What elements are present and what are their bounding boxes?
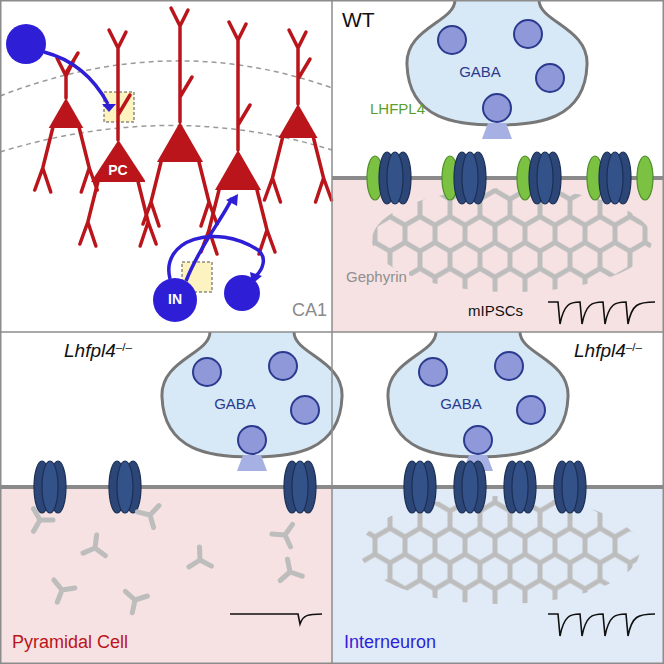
vesicle [483, 94, 511, 122]
gabaa-receptor [607, 152, 623, 204]
vesicle [536, 64, 564, 92]
dendrite [264, 30, 331, 202]
gephyrin-fragment [137, 506, 159, 528]
pyramidal-soma [49, 98, 84, 128]
cell-type-label: Pyramidal Cell [12, 632, 128, 653]
current-trace [548, 614, 655, 636]
cell-label: IN [168, 292, 182, 307]
gephyrin-lattice [350, 490, 650, 610]
gephyrin-fragment [125, 591, 147, 612]
presynaptic-terminal [162, 332, 342, 457]
interneuron-soma [6, 24, 46, 64]
vesicle [291, 396, 319, 424]
gabaa-receptor [462, 461, 478, 513]
dendrite [80, 30, 156, 246]
lhfpl4-protein [637, 156, 653, 200]
cell-type-label: Interneuron [344, 632, 436, 653]
axon [169, 236, 264, 279]
membrane [332, 485, 664, 489]
vesicle [514, 20, 542, 48]
vesicle [238, 426, 266, 454]
gabaa-receptor [292, 461, 308, 513]
gephyrin-fragment [280, 559, 302, 580]
pyramidal-cell-soma: PC [91, 140, 146, 182]
vesicle [517, 396, 545, 424]
dendrite [35, 53, 98, 192]
gabaa-receptor [387, 152, 403, 204]
current-trace [548, 302, 655, 324]
vesicle [419, 358, 447, 386]
gephyrin-fragment [34, 509, 54, 532]
axon-terminal [102, 104, 116, 112]
presynaptic-terminal [407, 0, 587, 125]
pyramidal-cells [35, 8, 332, 254]
genotype-label: WT [342, 8, 375, 32]
vesicle [464, 426, 492, 454]
trace-label: mIPSCs [468, 302, 523, 319]
region-label: CA1 [292, 300, 327, 321]
interneuron-soma [224, 275, 260, 311]
panel-ground [332, 332, 664, 664]
genotype-label: Lhfpl4–/– [64, 340, 132, 362]
interneuron-soma: IN [153, 278, 197, 322]
interneuron-circle [153, 278, 197, 322]
gaba-release [237, 455, 267, 471]
vesicle [438, 26, 466, 54]
pyramidal-soma [215, 150, 261, 190]
pyramidal-soma [278, 104, 317, 138]
vesicle [495, 352, 523, 380]
pyramidal-soma [91, 140, 146, 182]
gabaa-receptor [117, 461, 133, 513]
dendrite [201, 22, 275, 254]
gabaa-receptor [412, 461, 428, 513]
protein-label: LHFPL4 [370, 100, 425, 117]
synapses [34, 0, 654, 613]
postsynaptic-cytoplasm [332, 487, 664, 664]
presynaptic-terminal [388, 332, 568, 457]
gephyrin-fragment [189, 547, 212, 567]
gabaa-receptor [462, 152, 478, 204]
pyramidal-soma [157, 122, 203, 162]
gabaa-receptor [537, 152, 553, 204]
neurotransmitter-label: GABA [440, 395, 482, 412]
neurotransmitter-label: GABA [214, 395, 256, 412]
gabaa-receptor [562, 461, 578, 513]
gaba-release [482, 123, 512, 139]
gabaa-receptor [512, 461, 528, 513]
cell-label: PC [108, 163, 127, 178]
vesicle [193, 358, 221, 386]
axon [44, 52, 108, 104]
layer-boundary [0, 61, 332, 96]
gephyrin-fragment [272, 524, 293, 546]
genotype-label: Lhfpl4–/– [574, 340, 642, 362]
axon-terminal [226, 194, 238, 206]
dendrite [143, 8, 217, 226]
panel-divider [0, 331, 664, 333]
neurotransmitter-label: GABA [459, 63, 501, 80]
current-trace [230, 614, 322, 624]
panel-ground [332, 0, 664, 332]
gabaa-receptor [42, 461, 58, 513]
gephyrin-fragment [54, 580, 75, 602]
protein-label: Gephyrin [344, 268, 409, 285]
gephyrin-fragment [83, 535, 105, 556]
panel-ground [0, 0, 332, 332]
vesicle [269, 352, 297, 380]
